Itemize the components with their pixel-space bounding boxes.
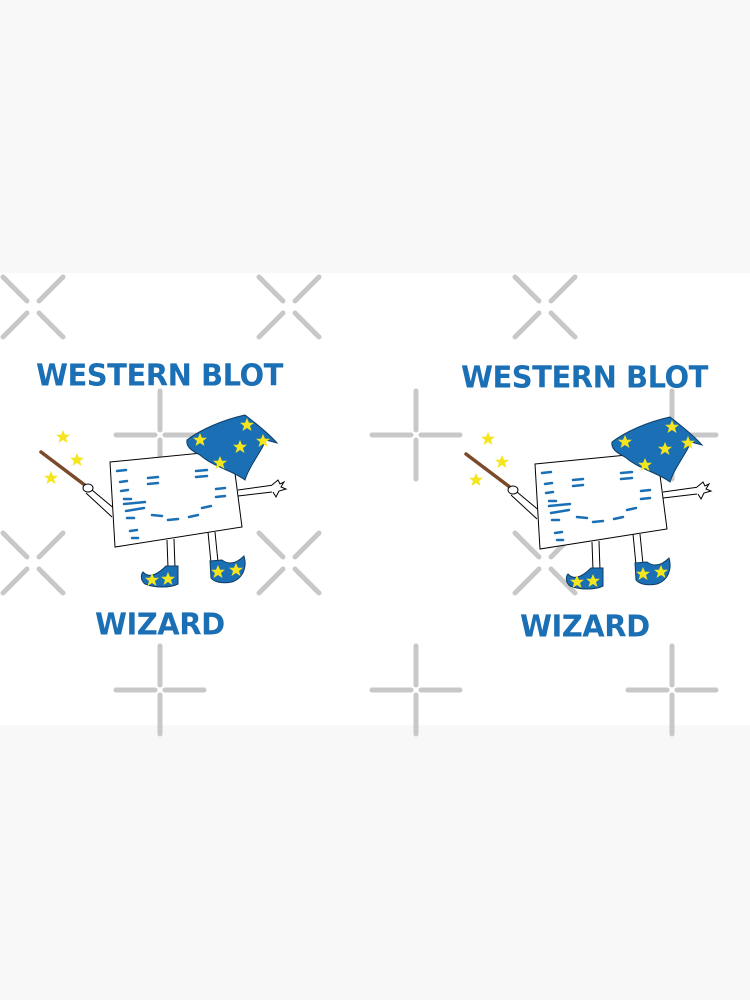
wizard-blot-illustration-left [41,415,286,587]
design-top-text-right: WESTERN BLOT [461,359,708,395]
design-bottom-text-left: WIZARD [95,606,225,642]
wizard-blot-illustration-right [466,417,711,589]
design-top-text-left: WESTERN BLOT [36,357,283,393]
design-bottom-text-right: WIZARD [520,608,650,644]
